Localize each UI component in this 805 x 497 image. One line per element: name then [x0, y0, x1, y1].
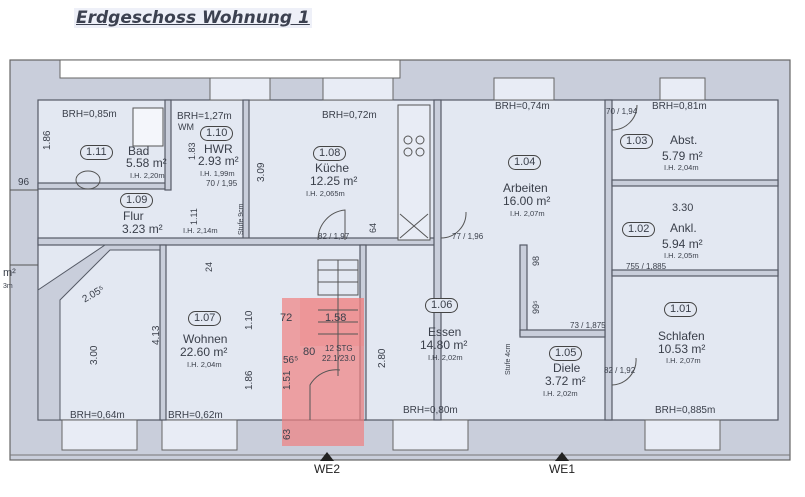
room-id-ankl: 1.02 [622, 222, 656, 237]
dim-kueche-h: 3.09 [256, 162, 267, 182]
room-height-essen: I.H. 2,02m [428, 353, 463, 362]
dim-stair-151: 1.51 [282, 370, 293, 390]
door-kueche: 82 / 1,97 [318, 232, 350, 241]
entry-label: WE2 [313, 462, 340, 476]
dim-stair-56: 56⁵ [283, 355, 299, 366]
hwr-wm: WM [178, 122, 194, 132]
room-area-flur: 3.23 m² [122, 222, 163, 236]
room-name-hwr: HWR [204, 142, 233, 156]
room-height-kueche: I.H. 2,065m [306, 189, 345, 198]
room-name-wohnen: Wohnen [183, 332, 228, 346]
room-area-bad: 5.58 m² [126, 156, 167, 170]
room-area-wohnen: 22.60 m² [180, 345, 228, 359]
dim-diele-99: 99⁵ [531, 300, 541, 314]
room-id-wohnen: 1.07 [188, 311, 222, 326]
entry-arrow-icon [555, 452, 569, 461]
room-id-flur: 1.09 [120, 193, 154, 208]
left-fragment-area: m² [3, 267, 16, 279]
essen-brh: BRH=0,80m [403, 405, 458, 416]
page-title: Erdgeschoss Wohnung 1 [74, 8, 312, 28]
room-name-kueche: Küche [315, 161, 350, 175]
room-area-essen: 14.80 m² [420, 338, 468, 352]
door-arbeiten: 77 / 1,96 [452, 232, 484, 241]
stair-ratio: 22.1/23.0 [322, 354, 356, 363]
entry-we2: WE2 [307, 452, 347, 476]
dim-stair-63: 63 [282, 428, 293, 440]
room-area-diele: 3.72 m² [545, 374, 586, 388]
room-height-arbeiten: I.H. 2,07m [510, 209, 545, 218]
hwr-brh: BRH=1,27m [177, 111, 232, 122]
wohnen-brh-2: BRH=0,62m [168, 410, 223, 421]
dim-wohnen-24: 24 [204, 261, 214, 272]
room-area-abst: 5.79 m² [662, 149, 703, 163]
room-height-hwr: I.H. 1,99m [200, 169, 235, 178]
room-id-arbeiten: 1.04 [508, 155, 542, 170]
bad-brh: BRH=0,85m [62, 109, 117, 120]
wohnen-brh-1: BRH=0,64m [70, 410, 125, 421]
stair-highlight [282, 298, 364, 446]
dim-ankl-330: 3.30 [672, 202, 694, 214]
room-area-schlafen: 10.53 m² [658, 342, 706, 356]
room-area-hwr: 2.93 m² [198, 154, 239, 168]
room-id-abst: 1.03 [620, 134, 654, 149]
room-area-arbeiten: 16.00 m² [503, 194, 551, 208]
room-name-diele: Diele [553, 361, 581, 375]
door-diele: 73 / 1,875 [570, 321, 606, 330]
room-name-abst: Abst. [670, 133, 698, 147]
room-id-essen: 1.06 [425, 298, 459, 313]
entry-arrow-icon [320, 452, 334, 461]
room-height-ankl: I.H. 2,05m [664, 251, 699, 260]
door-schlafen: 82 / 1,92 [604, 366, 636, 375]
dim-wohnen-300: 3.00 [89, 345, 100, 365]
room-height-bad: I.H. 2,20m [130, 171, 165, 180]
stufe-4: Stufe 4cm [505, 343, 512, 375]
dim-stair-80: 80 [303, 346, 316, 358]
dim-stair-158: 1.58 [325, 312, 347, 324]
dim-bad-h: 1.86 [42, 130, 53, 150]
room-name-ankl: Ankl. [670, 221, 697, 235]
room-height-flur: I.H. 2,14m [183, 226, 218, 235]
room-area-kueche: 12.25 m² [310, 174, 358, 188]
door-ankl: 755 / 1,885 [626, 262, 667, 271]
left-fragment-height: 3m [3, 283, 13, 290]
schlafen-brh: BRH=0,885m [655, 405, 716, 416]
room-name-schlafen: Schlafen [658, 329, 705, 343]
arbeiten-brh: BRH=0,74m [495, 101, 550, 112]
stufe-9: Stufe 9cm [238, 203, 245, 235]
room-name-arbeiten: Arbeiten [503, 181, 548, 195]
room-id-bad: 1.11 [80, 145, 113, 160]
room-height-wohnen: I.H. 2,04m [187, 360, 222, 369]
dim-left-96: 96 [18, 177, 30, 188]
dim-hwr-h: 1.83 [187, 142, 197, 160]
room-area-ankl: 5.94 m² [662, 237, 703, 251]
abst-brh: BRH=0,81m [652, 101, 707, 112]
entry-we1: WE1 [542, 452, 582, 476]
dim-wohnen-186: 1.86 [244, 370, 255, 390]
dim-diele-98: 98 [531, 255, 541, 266]
room-id-hwr: 1.10 [200, 126, 234, 141]
room-name-bad: Bad [128, 144, 150, 158]
room-height-abst: I.H. 2,04m [664, 163, 699, 172]
room-height-diele: I.H. 2,02m [543, 389, 578, 398]
room-id-diele: 1.05 [549, 346, 583, 361]
room-name-essen: Essen [428, 325, 462, 339]
room-id-kueche: 1.08 [313, 146, 347, 161]
dim-flur-h: 1.11 [189, 208, 199, 225]
dim-stair-72: 72 [280, 312, 293, 324]
dim-essen-280: 2.80 [377, 348, 388, 368]
room-name-flur: Flur [123, 209, 144, 223]
dim-wohnen-110: 1.10 [244, 310, 255, 330]
room-height-schlafen: I.H. 2,07m [666, 356, 701, 365]
stair-steps: 12 STG [325, 344, 353, 353]
door-abst: 70 / 1,94 [606, 107, 638, 116]
dim-kueche-64: 64 [368, 222, 378, 233]
kueche-brh: BRH=0,72m [322, 110, 377, 121]
room-id-schlafen: 1.01 [664, 302, 698, 317]
entry-label: WE1 [548, 462, 575, 476]
dim-wohnen-413: 4.13 [151, 325, 162, 345]
door-hwr: 70 / 1,95 [206, 179, 238, 188]
